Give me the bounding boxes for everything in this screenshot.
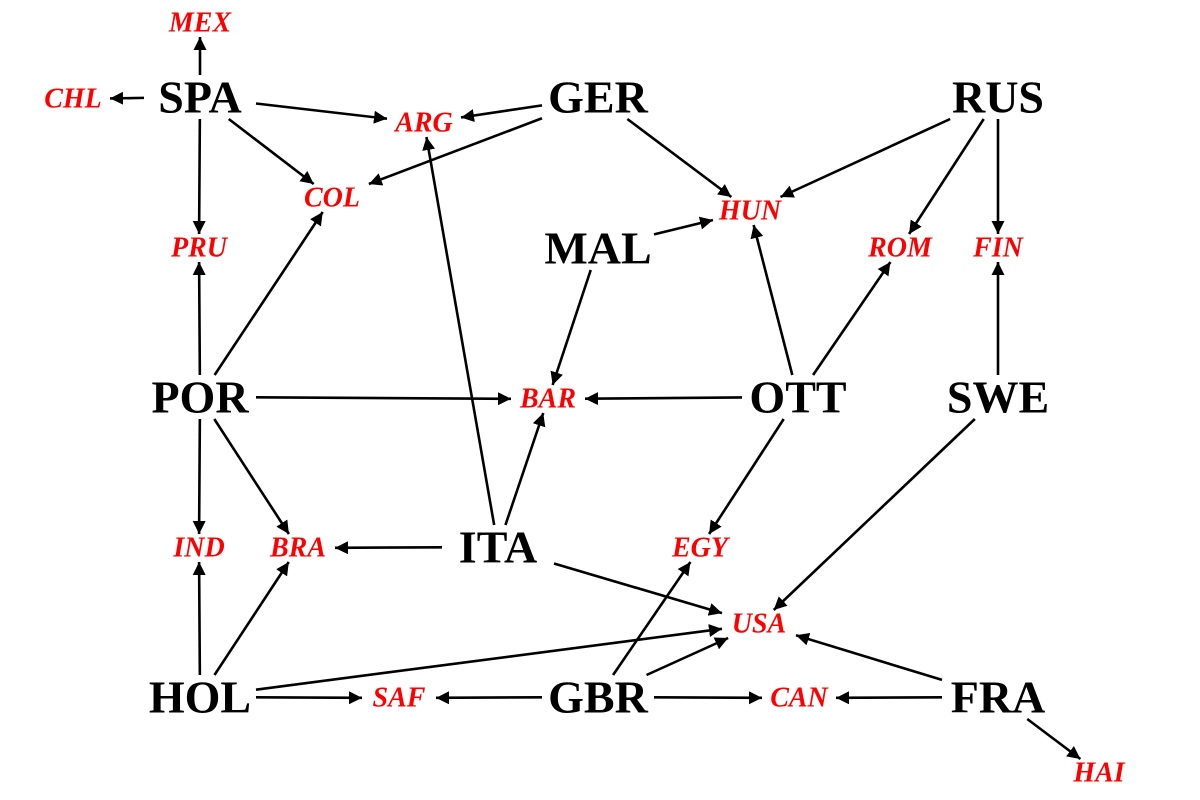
node-bar: BAR [519, 384, 576, 415]
edge-hol-to-bra [213, 561, 290, 676]
edge-fra-to-usa [795, 632, 943, 682]
node-saf: SAF [373, 683, 426, 714]
node-spa: SPA [158, 72, 242, 123]
edge-spa-to-arg [255, 102, 388, 124]
node-chl: CHL [44, 84, 102, 115]
nodes-layer: SPA GER RUS MAL POR OTT SWE ITA HOL GBR FRA MEX CHL A… [44, 8, 1126, 789]
edge-rus-to-hun [779, 117, 951, 199]
edge-spa-to-col [227, 117, 315, 186]
edge-rus-to-rom [907, 118, 985, 235]
edge-hol-to-usa [255, 624, 723, 691]
edges-layer [109, 37, 1082, 761]
edge-por-to-col [213, 211, 324, 376]
edge-por-to-bra [213, 418, 291, 535]
edge-por-to-ind [192, 418, 206, 535]
edge-ott-to-egy [707, 418, 785, 535]
edge-gbr-to-usa [645, 636, 729, 677]
edge-ita-to-arg [422, 136, 496, 526]
edge-swe-to-usa [772, 418, 976, 611]
node-swe: SWE [947, 372, 1049, 423]
node-bra: BRA [269, 533, 326, 564]
edge-fra-to-can [835, 691, 943, 705]
node-egy: EGY [671, 533, 731, 564]
node-arg: ARG [393, 108, 453, 139]
node-mal: MAL [544, 223, 651, 274]
edge-ita-to-usa [553, 562, 723, 616]
node-gbr: GBR [548, 672, 648, 723]
node-ita: ITA [459, 522, 537, 573]
edge-ita-to-bra [334, 541, 443, 555]
node-fin: FIN [972, 233, 1025, 264]
node-rus: RUS [952, 72, 1044, 123]
node-mex: MEX [168, 8, 233, 39]
edge-mal-to-bar [550, 269, 592, 386]
edge-ger-to-arg [460, 104, 543, 122]
edge-mal-to-hun [653, 216, 714, 236]
edge-spa-to-pru [192, 118, 206, 235]
node-pru: PRU [170, 233, 229, 264]
edge-ita-to-bar [504, 412, 546, 526]
node-por: POR [151, 372, 249, 423]
edge-gbr-to-saf [435, 691, 543, 705]
node-hol: HOL [149, 672, 251, 723]
node-rom: ROM [867, 233, 933, 264]
node-ott: OTT [749, 372, 846, 423]
node-ger: GER [548, 72, 648, 123]
edge-hol-to-saf [255, 691, 363, 705]
edge-ott-to-bar [584, 392, 743, 406]
node-ind: IND [172, 533, 224, 564]
edge-ger-to-col [368, 117, 543, 186]
edge-gbr-to-can [653, 691, 763, 705]
node-usa: USA [732, 609, 786, 640]
edge-ger-to-hun [626, 117, 733, 199]
node-hun: HUN [718, 196, 783, 227]
node-hai: HAI [1072, 758, 1125, 789]
edge-ott-to-rom [811, 261, 892, 376]
edge-fra-to-hai [1026, 717, 1082, 761]
node-can: CAN [770, 683, 829, 714]
node-fra: FRA [951, 672, 1046, 723]
edge-ott-to-hun [750, 224, 794, 376]
edge-por-to-bar [255, 392, 512, 406]
edge-spa-to-chl [109, 91, 145, 105]
edge-hol-to-ind [192, 561, 206, 676]
edge-gbr-to-egy [611, 561, 692, 676]
edge-por-to-pru [192, 261, 206, 376]
node-col: COL [304, 183, 360, 214]
